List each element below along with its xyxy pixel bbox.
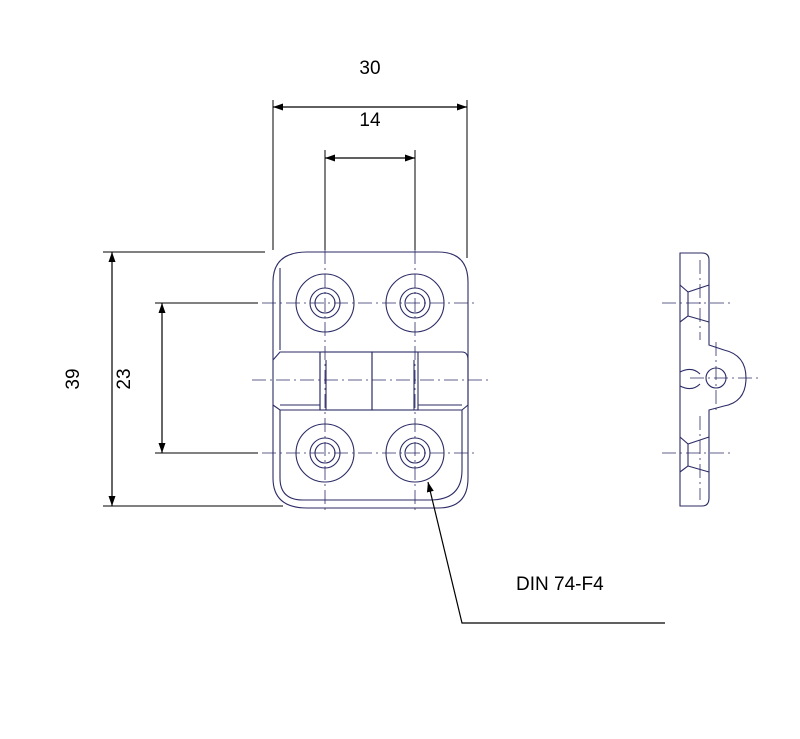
dimension-overall-height: 39 (63, 368, 84, 389)
hinge-leaf-inner-outline (279, 410, 463, 501)
dimension-hole-spacing-vertical: 23 (114, 368, 135, 389)
hinge-plate-outline (272, 251, 469, 509)
front-center-lines (252, 250, 488, 510)
dimension-hole-spacing-horizontal: 14 (359, 110, 381, 131)
side-center-lines (662, 260, 762, 500)
side-countersink-top (679, 284, 689, 323)
front-view (252, 250, 488, 510)
side-view (662, 252, 762, 507)
side-countersink-bottom (679, 436, 689, 473)
callout-label: DIN 74-F4 (516, 574, 604, 595)
dimension-lines (103, 100, 665, 624)
dimension-overall-width: 30 (359, 58, 380, 79)
hinge-knuckles (272, 351, 469, 411)
